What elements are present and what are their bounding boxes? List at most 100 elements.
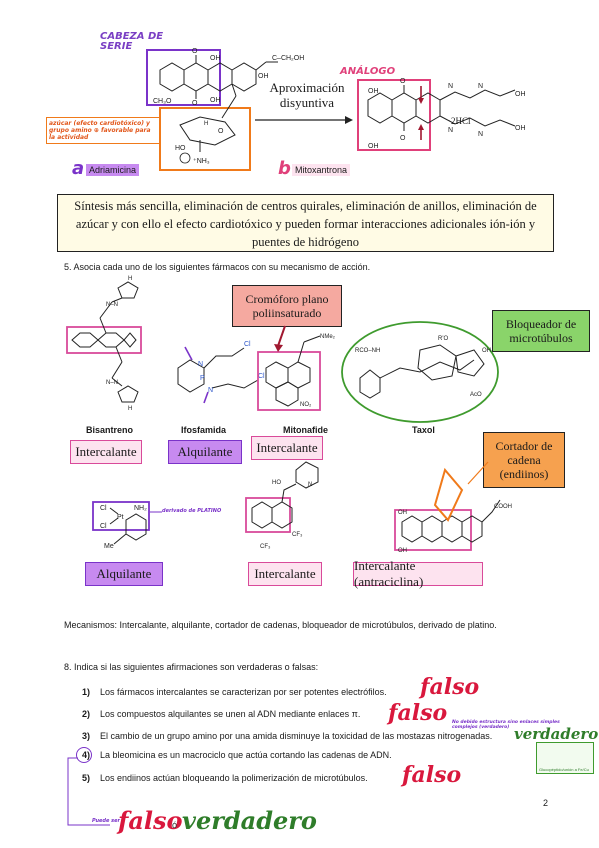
q8-item-4-num: 4)	[82, 750, 91, 760]
svg-text:OH: OH	[398, 548, 407, 554]
svg-text:Cl: Cl	[100, 523, 107, 530]
mecanismos-text: Mecanismos: Intercalante, alquilante, co…	[64, 620, 497, 630]
q8-item-3-text: El cambio de un grupo amino por una amid…	[100, 731, 493, 741]
bloqueador-box: Bloqueador de microtúbulos	[492, 310, 590, 352]
svg-text:N: N	[448, 83, 453, 90]
svg-text:N: N	[198, 361, 203, 368]
bleomicina-sketch-caption: Glucopéptido/unión a Fe/Cu	[539, 767, 589, 772]
q5-structures-row2: Cl Cl Pt NH₂ Me HO N CF₃ CF₃ OH OH COOH	[92, 461, 512, 554]
svg-text:OH: OH	[368, 143, 379, 150]
svg-text:O: O	[218, 128, 224, 135]
svg-text:O: O	[400, 135, 406, 142]
name-taxol: Taxol	[412, 425, 435, 435]
svg-text:Cl: Cl	[244, 341, 251, 348]
name-bisantreno: Bisantreno	[86, 425, 134, 435]
q8-item-1-num: 1)	[82, 687, 91, 697]
svg-text:N: N	[208, 387, 213, 394]
svg-text:Me: Me	[104, 543, 114, 550]
svg-text:H: H	[128, 276, 132, 282]
hcl-label: ·2HCl	[448, 116, 471, 126]
cortador-box: Cortador de cadena (endiinos)	[483, 432, 565, 488]
answer-bisantreno: Intercalante	[70, 440, 142, 464]
bottom-verdadero: verdadero	[182, 806, 317, 835]
svg-text:HO: HO	[272, 480, 281, 486]
summary-box: Síntesis más sencilla, eliminación de ce…	[57, 194, 554, 252]
q8-item-3-answer: verdadero	[514, 725, 599, 743]
mitoxantrona-label: Mitoxantrona	[292, 164, 351, 176]
svg-text:OH: OH	[210, 55, 221, 62]
svg-text:NO₂: NO₂	[300, 402, 312, 408]
svg-text:CF₃: CF₃	[260, 544, 271, 550]
svg-text:OH: OH	[515, 125, 526, 132]
svg-text:N: N	[308, 482, 312, 488]
svg-text:NMe₂: NMe₂	[320, 334, 336, 340]
name-mitonafide: Mitonafide	[283, 425, 328, 435]
q8-item-5-text: Los endiinos actúan bloqueando la polime…	[100, 773, 368, 783]
puede-ser-note: Puede ser	[92, 818, 120, 824]
svg-text:Pt: Pt	[117, 514, 124, 521]
adriamicina-label: Adriamicina	[86, 164, 140, 176]
q5-title: 5. Asocia cada uno de los siguientes fár…	[64, 262, 371, 272]
answer-ifosfamida: Alquilante	[168, 440, 242, 464]
q5-structures: H N–N N–N H N P N Cl Cl NMe₂ NO₂ RCO–NH …	[66, 276, 499, 423]
svg-text:P: P	[200, 375, 205, 382]
svg-text:RCO–NH: RCO–NH	[355, 348, 380, 354]
svg-text:OH: OH	[368, 88, 379, 95]
answer-antraciclina: Intercalante (antraciclina)	[353, 558, 483, 589]
svg-text:OH: OH	[258, 73, 269, 80]
svg-text:OH: OH	[398, 510, 407, 516]
svg-text:OH: OH	[210, 97, 221, 104]
svg-text:N–N: N–N	[106, 380, 118, 386]
q8-item-3-note: No debido estructura sino enlaces simple…	[452, 720, 560, 730]
svg-text:C–CH₂OH: C–CH₂OH	[272, 55, 304, 62]
q8-item-1-text: Los fármacos intercalantes se caracteriz…	[100, 687, 387, 697]
svg-text:AcO: AcO	[470, 392, 482, 398]
q8-item-2-answer: falso	[388, 700, 448, 726]
svg-text:O: O	[192, 100, 198, 107]
orange-sugar-note: azúcar (efecto cardiotóxico) y grupo ami…	[46, 117, 160, 144]
svg-text:O: O	[192, 48, 198, 55]
bottom-o: ó	[172, 820, 178, 830]
adriamicina-structure: O OH O OH CH₃O C–CH₂OH OH HO ⁺NH₃ O H	[146, 48, 353, 171]
arrow-label: Aproximación disyuntiva	[269, 80, 345, 110]
svg-text:H: H	[128, 406, 132, 412]
name-ifosfamida: Ifosfamida	[181, 425, 227, 435]
svg-text:CF₃: CF₃	[292, 532, 303, 538]
bleomicina-sketch-box: Glucopéptido/unión a Fe/Cu	[536, 742, 594, 774]
q8-item-5-num: 5)	[82, 773, 91, 783]
svg-text:HO: HO	[175, 145, 186, 152]
q8-item-4-text: La bleomicina es un macrociclo que actúa…	[100, 750, 392, 760]
q8-item-2-num: 2)	[82, 709, 91, 719]
bottom-falso: falso	[118, 806, 183, 835]
svg-text:COOH: COOH	[494, 504, 512, 510]
svg-text:O: O	[400, 78, 406, 85]
platino-note: derivado de PLATINO	[162, 508, 222, 514]
q8-item-2-text: Los compuestos alquilantes se unen al AD…	[100, 709, 361, 719]
item-4-circle	[76, 747, 92, 763]
svg-text:Cl: Cl	[258, 373, 265, 380]
q8-item-3-num: 3)	[82, 731, 91, 741]
answer-platino: Alquilante	[85, 562, 163, 586]
svg-text:OH: OH	[515, 91, 526, 98]
cromoforo-box: Cromóforo plano poliinsaturado	[232, 285, 342, 327]
svg-text:N: N	[478, 83, 483, 90]
svg-text:N: N	[448, 127, 453, 134]
page-number: 2	[543, 798, 549, 808]
svg-text:N–N: N–N	[106, 302, 118, 308]
analogo-note: ANÁLOGO	[340, 66, 396, 77]
mitoxantrona-structure: O O OH OH N N N N OH OH	[357, 78, 526, 151]
svg-text:Cl: Cl	[100, 505, 107, 512]
label-b-letter: b	[278, 158, 291, 179]
q8-item-5-answer: falso	[402, 762, 462, 788]
svg-text:N: N	[478, 131, 483, 138]
label-a-letter: a	[72, 158, 85, 179]
q8-item-1-answer: falso	[420, 674, 480, 700]
answer-mitonafide: Intercalante	[251, 436, 323, 460]
svg-text:R'O: R'O	[438, 336, 448, 342]
answer-mefloquina: Intercalante	[248, 562, 322, 586]
cabeza-serie-note: CABEZA DE SERIE	[100, 31, 164, 52]
q8-title: 8. Indica si las siguientes afirmaciones…	[64, 662, 319, 672]
svg-text:⁺NH₃: ⁺NH₃	[193, 158, 210, 165]
svg-text:H: H	[204, 121, 208, 127]
